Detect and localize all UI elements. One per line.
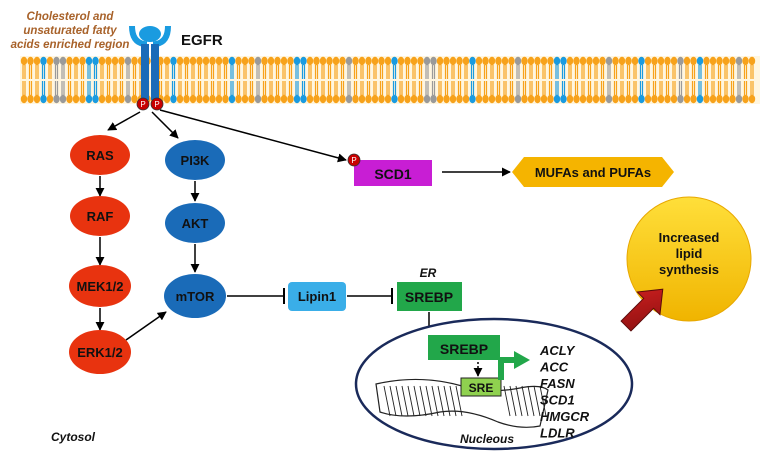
egfr-phospho-left bbox=[136, 97, 150, 111]
egfr-receptor: P P bbox=[129, 25, 171, 111]
gene-label: SCD1 bbox=[540, 393, 575, 408]
cell-membrane bbox=[20, 56, 760, 104]
svg-text:ERK1/2: ERK1/2 bbox=[77, 345, 123, 360]
node-mtor: mTOR bbox=[164, 274, 226, 318]
transcription-arrow bbox=[498, 351, 530, 380]
membrane-note-line-2: unsaturated fatty bbox=[23, 25, 117, 37]
svg-text:AKT: AKT bbox=[182, 216, 209, 231]
node-mufas-pufas: MUFAs and PUFAs bbox=[512, 157, 674, 187]
node-raf: RAF bbox=[70, 196, 130, 236]
gene-label: HMGCR bbox=[540, 409, 590, 424]
gene-label: ACLY bbox=[539, 343, 576, 358]
svg-text:RAS: RAS bbox=[86, 148, 114, 163]
svg-text:synthesis: synthesis bbox=[659, 262, 719, 277]
arrow-egfr-scd1 bbox=[159, 109, 347, 163]
node-srebp-er: SREBP bbox=[397, 282, 462, 311]
egfr-phospho-right bbox=[150, 97, 164, 111]
node-ras: RAS bbox=[70, 135, 130, 175]
svg-text:RAF: RAF bbox=[87, 209, 114, 224]
arrow-erk-mtor bbox=[125, 311, 167, 341]
big-red-arrow bbox=[620, 288, 664, 332]
svg-text:PI3K: PI3K bbox=[181, 153, 211, 168]
svg-text:Increased: Increased bbox=[659, 230, 720, 245]
node-pi3k: PI3K bbox=[165, 140, 225, 180]
dna-strand bbox=[375, 378, 549, 428]
cytosol-label: Cytosol bbox=[51, 430, 96, 444]
egfr-label: EGFR bbox=[181, 32, 223, 49]
node-erk: ERK1/2 bbox=[69, 330, 131, 374]
scd1-phospho bbox=[347, 153, 361, 167]
svg-text:SRE: SRE bbox=[469, 381, 494, 395]
svg-text:Lipin1: Lipin1 bbox=[298, 289, 336, 304]
svg-text:SREBP: SREBP bbox=[405, 289, 453, 305]
scd1-phospho-label: P bbox=[351, 156, 356, 165]
svg-text:MEK1/2: MEK1/2 bbox=[77, 279, 124, 294]
egfr-phospho-left-label: P bbox=[140, 100, 145, 109]
node-akt: AKT bbox=[165, 203, 225, 243]
svg-text:SREBP: SREBP bbox=[440, 341, 488, 357]
gene-label: FASN bbox=[540, 376, 575, 391]
arrow-egfr-ras bbox=[107, 111, 141, 131]
er-label: ER bbox=[420, 266, 437, 280]
node-mek: MEK1/2 bbox=[69, 265, 131, 307]
arrow-egfr-pi3k bbox=[151, 111, 179, 139]
svg-text:SCD1: SCD1 bbox=[374, 166, 412, 182]
nucleus-label: Nucleous bbox=[460, 432, 514, 446]
svg-text:mTOR: mTOR bbox=[176, 289, 215, 304]
node-scd1: SCD1 bbox=[354, 160, 432, 186]
gene-label: ACC bbox=[539, 360, 569, 375]
gene-label: LDLR bbox=[540, 426, 575, 441]
node-sre: SRE bbox=[460, 377, 502, 397]
svg-text:MUFAs and PUFAs: MUFAs and PUFAs bbox=[535, 165, 651, 180]
svg-text:lipid: lipid bbox=[676, 246, 703, 261]
node-lipin1: Lipin1 bbox=[288, 282, 346, 311]
membrane-note-line-1: Cholesterol and bbox=[27, 11, 115, 23]
egfr-phospho-right-label: P bbox=[154, 100, 159, 109]
node-srebp-nucleus: SREBP bbox=[428, 335, 500, 360]
membrane-note-line-3: acids enriched region bbox=[11, 39, 130, 51]
